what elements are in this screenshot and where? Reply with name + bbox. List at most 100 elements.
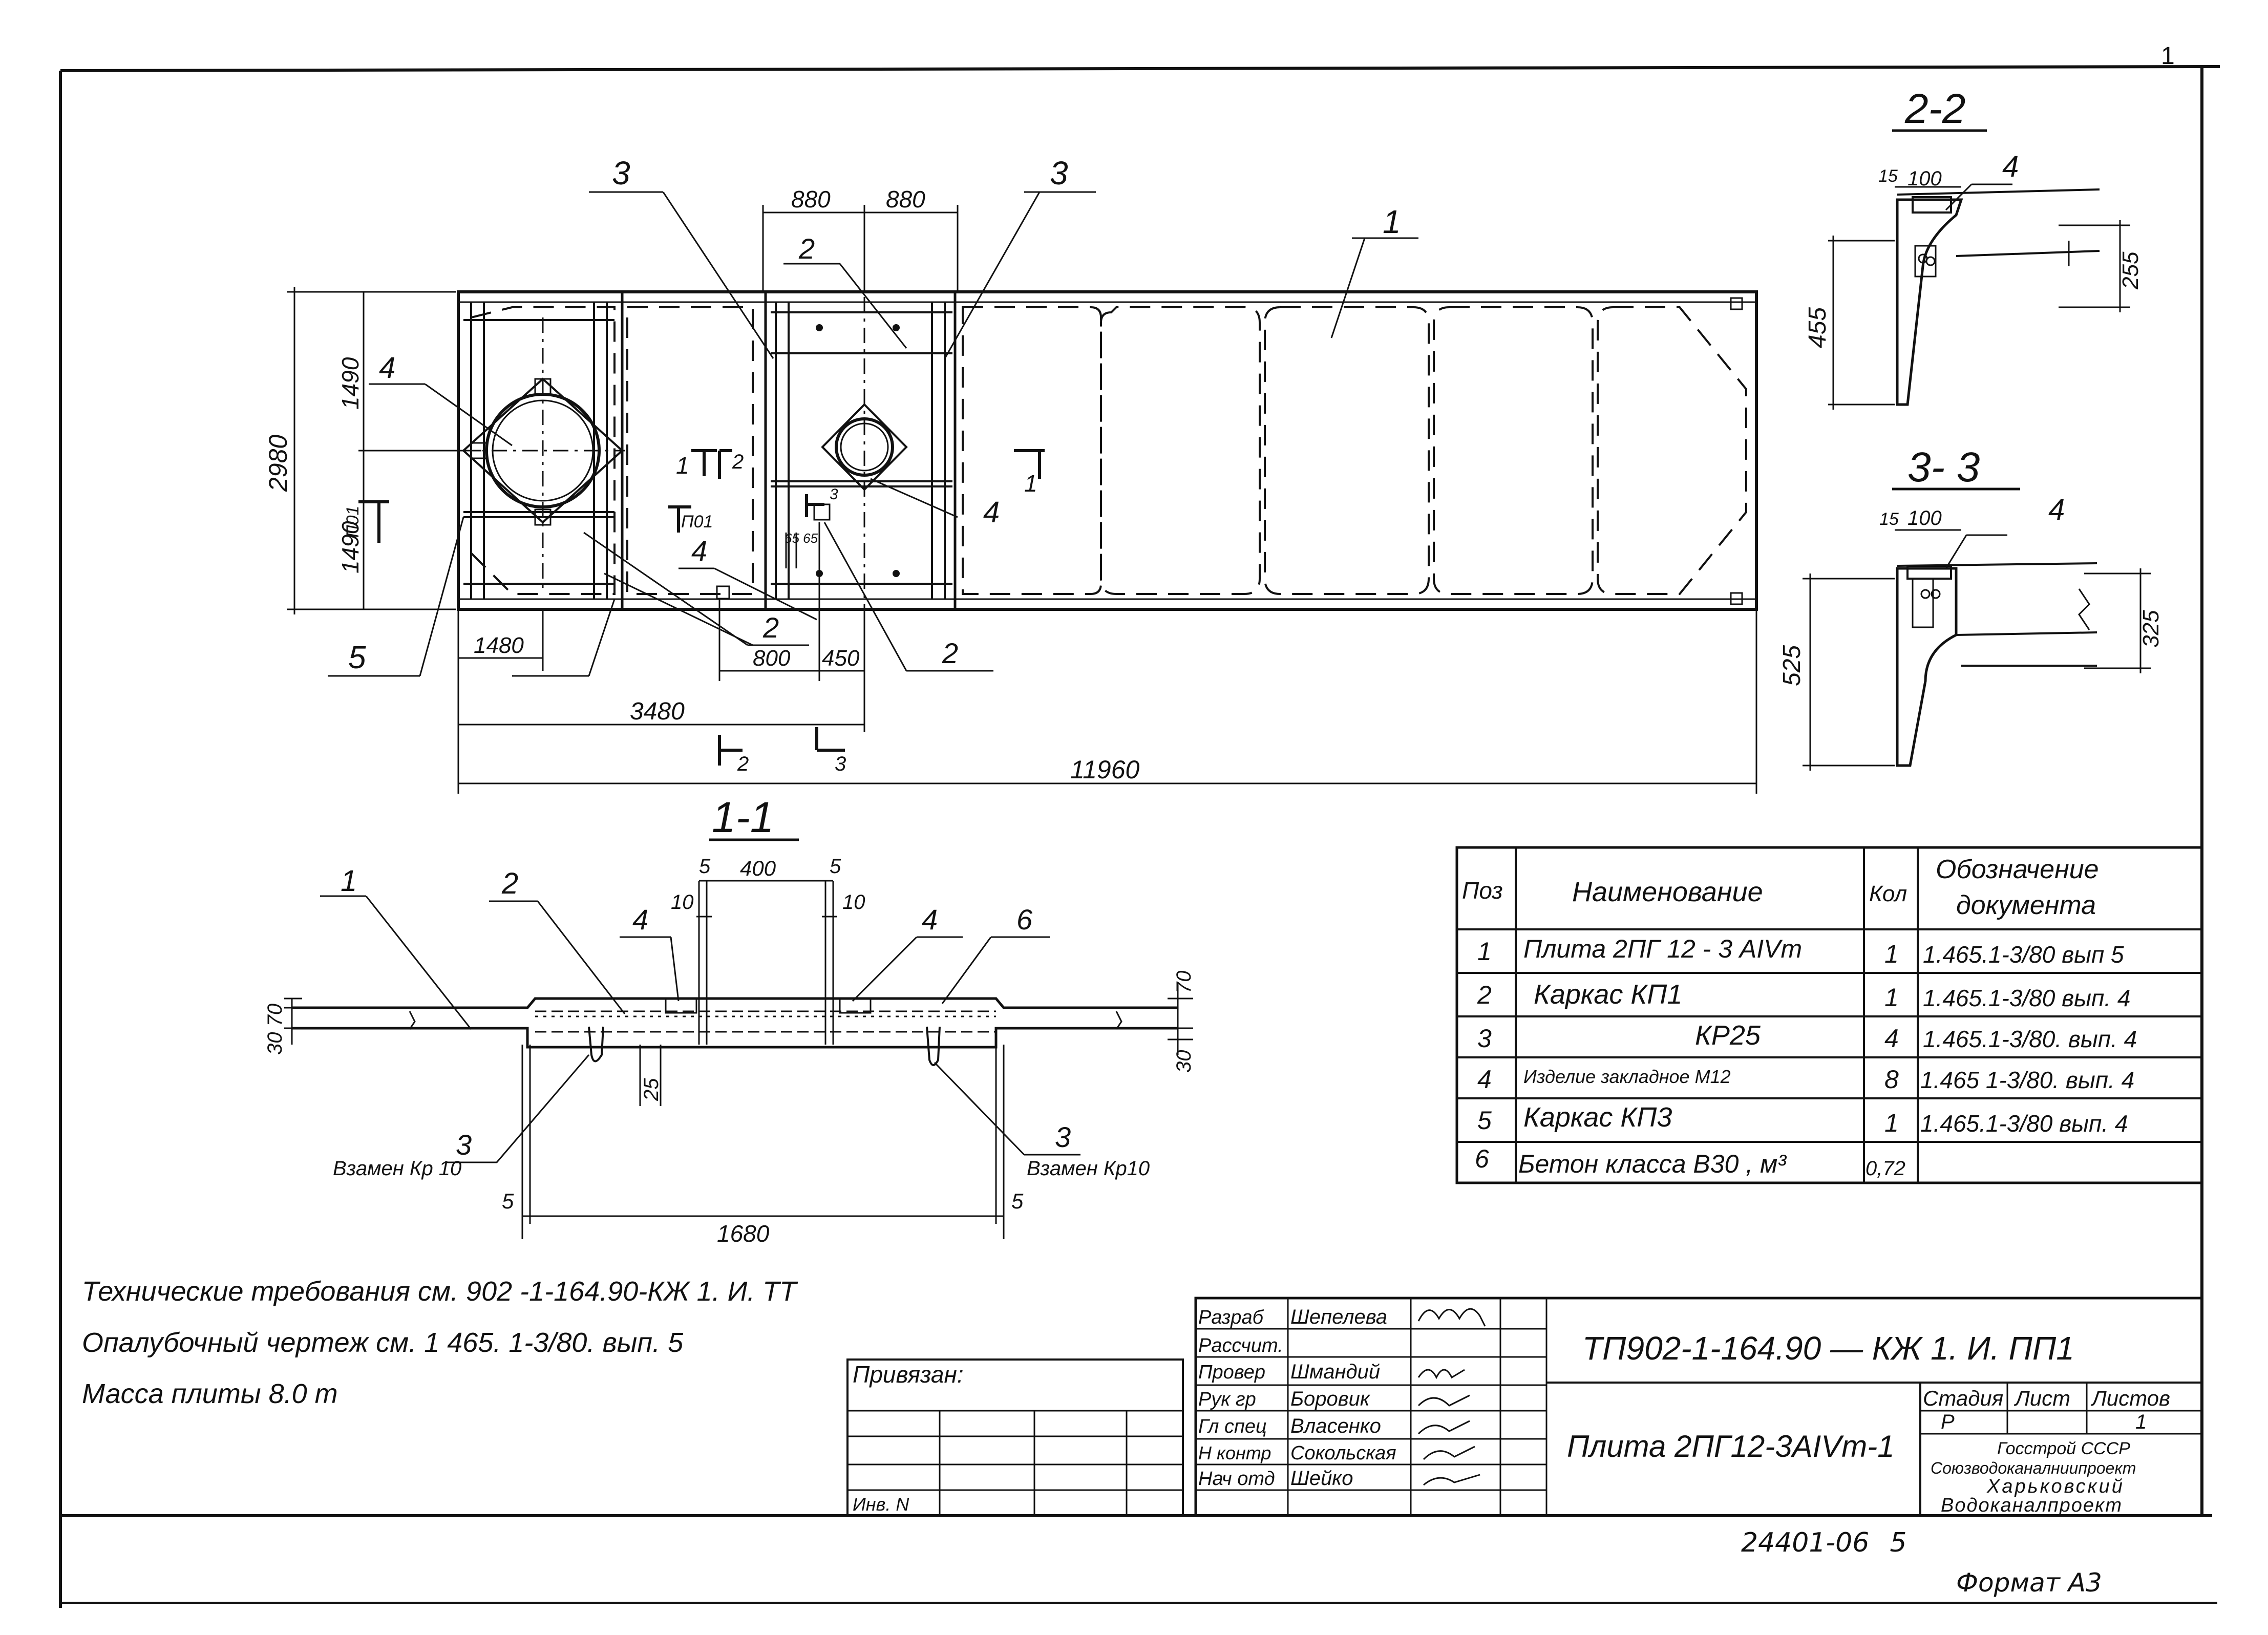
sheets-header: Листов — [2090, 1386, 2170, 1410]
plan-dim-65: 65 65 — [785, 530, 818, 546]
section-3-3-labels: 3- 3 15 100 4 525 325 — [1778, 444, 2164, 686]
org-line-4: Водоканалпроект — [1941, 1495, 2123, 1516]
section-3-3-title: 3- 3 — [1907, 444, 1980, 491]
title-block — [846, 1297, 2203, 1517]
section-1-1-pos-4-right: 4 — [922, 903, 938, 936]
section-1-1-dim-10b: 10 — [842, 891, 865, 914]
dashed-panels — [470, 306, 1747, 595]
plan-dim-1490-upper: 1490 — [337, 357, 364, 410]
plan-pos-1: 1 — [1383, 203, 1401, 240]
privyazan-label: Привязан: — [853, 1361, 964, 1388]
spec-cell: 2 — [1477, 981, 1492, 1009]
note-line-3: Масса плиты 8.0 т — [82, 1378, 338, 1409]
plan-cut-1-right: 1 — [1024, 470, 1037, 497]
spec-header-doc-1: Обозначение — [1936, 855, 2099, 884]
spec-cell: 1.465.1-3/80 вып. 4 — [1923, 985, 2130, 1011]
plan-pos-2-mid: 2 — [762, 611, 779, 644]
section-1-1-pos-6: 6 — [1016, 903, 1033, 936]
plan-dim-2980: 2980 — [264, 435, 292, 492]
section-1-1-dim-30: 30 — [1173, 1050, 1195, 1073]
plan-view — [287, 191, 1758, 794]
spec-cell: 1 — [1884, 1109, 1899, 1137]
spec-cell: 1.465.1-3/80 вып. 4 — [1920, 1110, 2128, 1137]
role-1-name: Шепелева — [1290, 1306, 1387, 1328]
document-code: ТП902-1-164.90 — КЖ 1. И. ПП1 — [1582, 1330, 2074, 1367]
section-2-2-title: 2-2 — [1904, 86, 1966, 132]
spec-cell: 1.465.1-3/80. вып. 4 — [1923, 1026, 2137, 1052]
section-1-1-labels: 1-1 1 2 4 4 6 3 3 5 400 5 10 10 30 70 70… — [264, 793, 1195, 1247]
section-1-1-dim-5a: 5 — [699, 855, 711, 878]
spec-cell: 3 — [1477, 1024, 1492, 1053]
left-frame-kp3 — [461, 302, 625, 599]
spec-table — [1455, 846, 2203, 1184]
section-2-2-labels: 2-2 15 100 4 455 255 — [1804, 86, 2143, 348]
document-name: Плита 2ПГ12-3АIVт-1 — [1567, 1429, 1895, 1463]
section-2-2-dim-15: 15 — [1878, 166, 1898, 186]
spec-cell: Плита 2ПГ 12 - 3 АIVт — [1523, 935, 1802, 963]
sheet-frame — [59, 65, 2220, 1608]
sheets-value: 1 — [2135, 1411, 2147, 1433]
spec-table-text: Поз Наименование Кол Обозначение докумен… — [1462, 855, 2137, 1180]
plan-pos-5: 5 — [348, 640, 366, 675]
spec-cell: 4 — [1477, 1065, 1492, 1094]
section-1-1-note-left: Взамен Кр 10 — [333, 1157, 461, 1180]
stage-value: Р — [1941, 1411, 1955, 1433]
plan-cut-1-left: 1 — [676, 452, 689, 479]
org-line-1: Госстрой СССР — [1997, 1439, 2130, 1458]
plan-dim-1490-lower: 1490 — [337, 521, 364, 574]
plan-dim-1480: 1480 — [474, 633, 524, 658]
role-4: Рук гр — [1198, 1389, 1256, 1410]
section-1-1-pos-1: 1 — [341, 864, 357, 898]
plan-pos-2-right: 2 — [942, 637, 958, 669]
spec-cell: Бетон класса В30 , м³ — [1518, 1150, 1787, 1178]
role-3-name: Шмандий — [1290, 1361, 1380, 1383]
section-1-1-dim-5d: 5 — [1011, 1189, 1024, 1213]
role-1: Разраб — [1198, 1307, 1264, 1328]
section-1-1-dim-5b: 5 — [830, 855, 841, 878]
plan-dim-880-right: 880 — [886, 186, 925, 213]
sheet-number: 1 — [2161, 43, 2175, 70]
spec-cell: 1 — [1884, 940, 1899, 968]
plan-cut-3-small: 3 — [830, 486, 838, 503]
section-2-2-pos-4: 4 — [2002, 150, 2019, 183]
stage-header: Стадия — [1923, 1386, 2003, 1410]
plan-labels: 3 3 1 2 4 4 4 2 2 5 880 880 2980 1490 14… — [264, 155, 1401, 784]
plan-pos-3-right: 3 — [1050, 155, 1068, 192]
section-3-3 — [1803, 487, 2151, 771]
role-5: Гл спец — [1198, 1416, 1267, 1437]
spec-cell: 1.465.1-3/80 вып 5 — [1923, 941, 2124, 968]
spec-cell: Каркас КП1 — [1534, 979, 1682, 1010]
plan-pos-3-left: 3 — [612, 155, 630, 192]
format-label: Формат А3 — [1956, 1568, 2102, 1598]
slab-outline — [457, 290, 1758, 611]
note-line-2: Опалубочный чертеж см. 1 465. 1-3/80. вы… — [82, 1327, 684, 1358]
title-block-text: Привязан: Инв. N Разраб Шепелева Рассчит… — [853, 1306, 2170, 1516]
spec-header-pos: Поз — [1462, 877, 1503, 904]
inv-no-label: Инв. N — [853, 1494, 909, 1515]
section-1-1-note-right: Взамен Кр10 — [1027, 1157, 1150, 1180]
org-line-2: Союзводоканалниипроект — [1931, 1459, 2136, 1477]
middle-frame-kp1 — [716, 205, 952, 666]
spec-cell: 0,72 — [1866, 1157, 1905, 1180]
section-2-2-dim-100: 100 — [1907, 167, 1942, 190]
plan-dim-450: 450 — [822, 646, 860, 671]
role-2: Рассчит. — [1198, 1335, 1283, 1356]
role-7: Нач отд — [1198, 1468, 1275, 1490]
plan-dim-3480: 3480 — [630, 698, 685, 725]
section-3-3-dim-525: 525 — [1778, 645, 1806, 686]
role-3: Провер — [1198, 1362, 1265, 1383]
section-3-3-dim-100: 100 — [1907, 507, 1942, 529]
plan-p01-mid: П01 — [681, 512, 713, 532]
section-2-2-dim-255: 255 — [2118, 251, 2143, 290]
section-1-1 — [284, 838, 1193, 1239]
section-1-1-dim-10a: 10 — [671, 891, 694, 914]
spec-row: 5 Каркас КП3 1 1.465.1-3/80 вып. 4 — [1477, 1102, 2128, 1137]
spec-header-name: Наименование — [1572, 877, 1763, 907]
spec-cell: 4 — [1884, 1024, 1899, 1053]
spec-cell: Каркас КП3 — [1523, 1102, 1672, 1133]
plan-dim-800: 800 — [753, 646, 791, 671]
section-1-1-title: 1-1 — [712, 793, 774, 841]
spec-cell: 5 — [1477, 1106, 1492, 1135]
